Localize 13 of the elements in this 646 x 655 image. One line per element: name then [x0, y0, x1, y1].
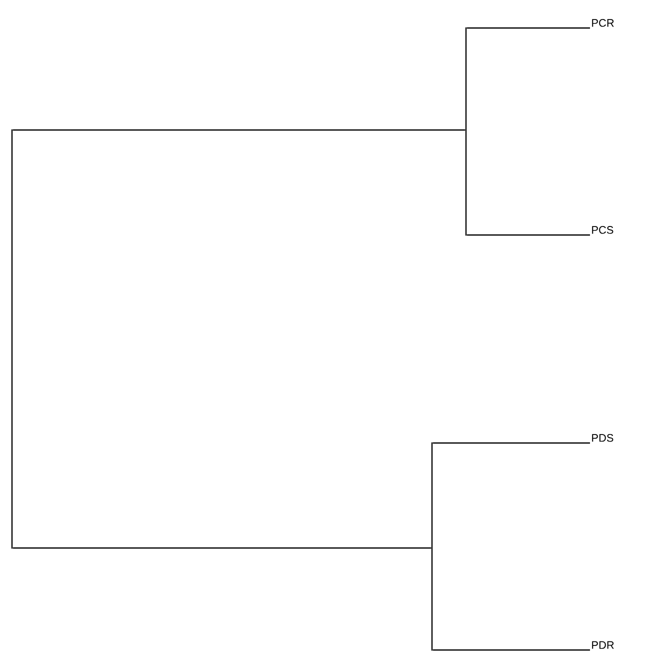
branch-line	[432, 442, 590, 444]
leaf-label: PDS	[592, 434, 614, 442]
branch-line	[12, 547, 432, 549]
branch-line	[466, 234, 590, 236]
branch-line	[12, 129, 466, 131]
branch-line	[465, 27, 467, 236]
leaf-label: PCS	[592, 226, 614, 234]
leaf-label: PCR	[592, 19, 614, 27]
branch-line	[431, 442, 433, 651]
branch-line	[432, 649, 590, 651]
branch-line	[11, 129, 13, 549]
leaf-label: PDR	[592, 641, 614, 649]
branch-line	[466, 27, 590, 29]
